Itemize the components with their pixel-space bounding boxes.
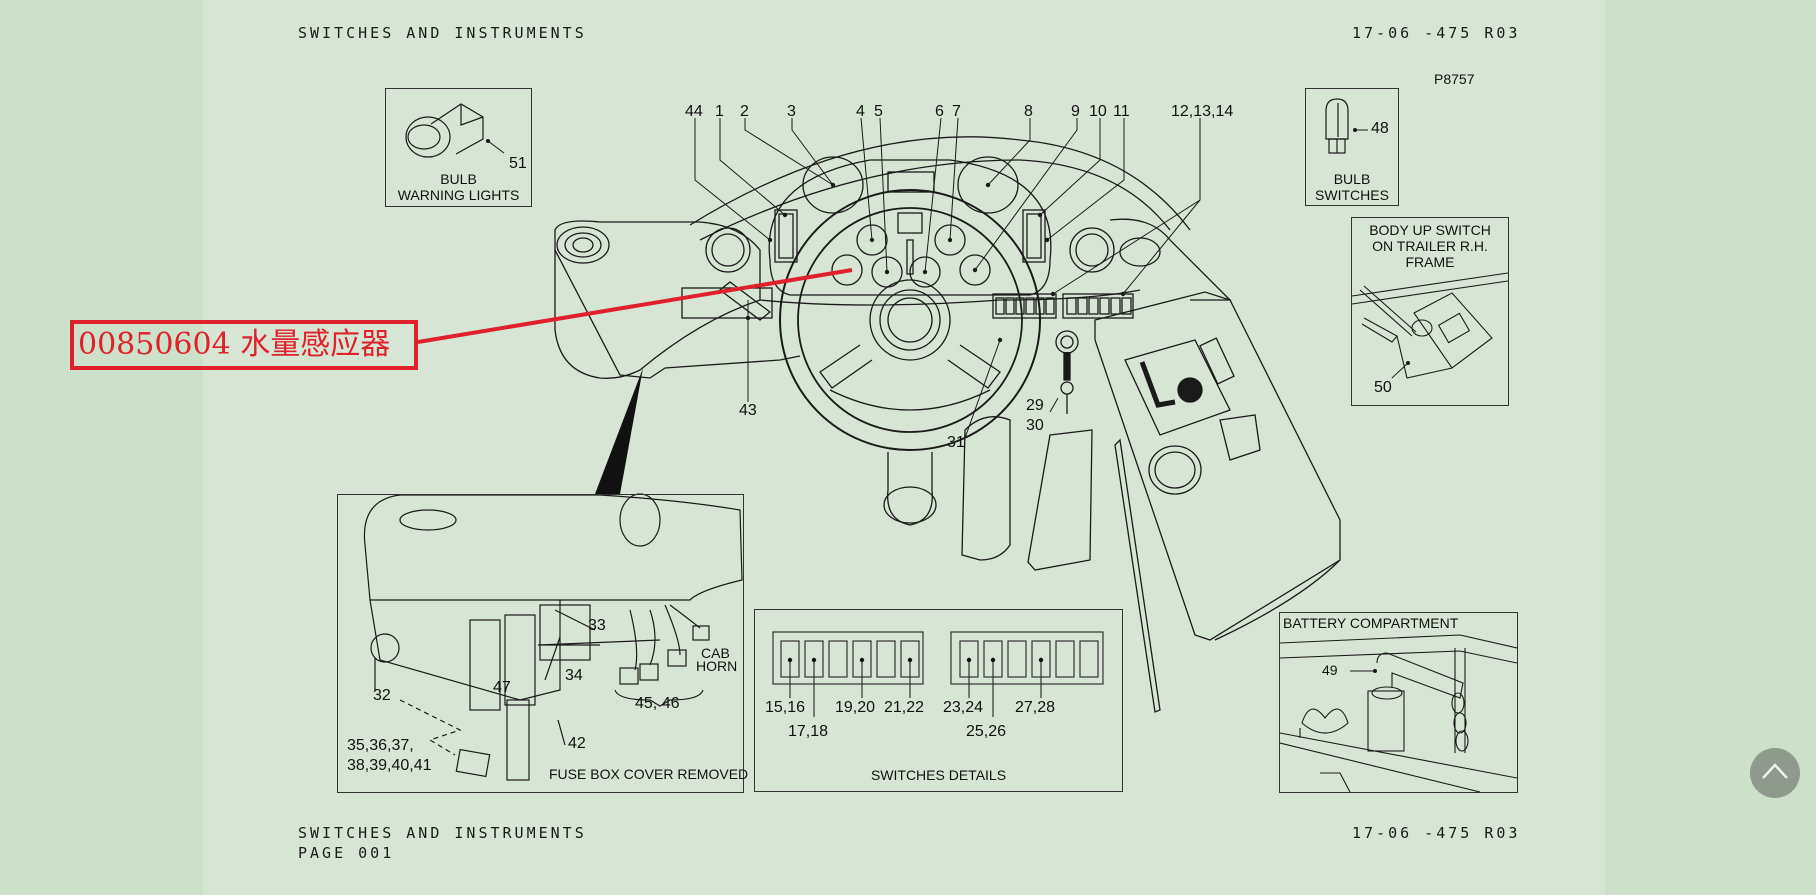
switch-banks-drawing bbox=[772, 631, 1104, 717]
callout-4: 4 bbox=[856, 103, 865, 120]
callout-51: 51 bbox=[509, 155, 527, 172]
bulb-warning-caption-1: BULB bbox=[440, 171, 477, 187]
callout-11: 11 bbox=[1113, 103, 1130, 120]
body-up-caption-3: FRAME bbox=[1405, 254, 1455, 270]
callout-34: 34 bbox=[565, 667, 583, 684]
header-title: SWITCHES AND INSTRUMENTS bbox=[298, 24, 587, 42]
scroll-to-top-button[interactable] bbox=[1750, 748, 1800, 798]
cab-horn-label-2: HORN bbox=[696, 658, 738, 674]
fuse-callouts-1: 35,36,37, bbox=[347, 737, 414, 754]
callout-47: 47 bbox=[493, 679, 511, 696]
callout-50: 50 bbox=[1374, 379, 1392, 396]
callout-7: 7 bbox=[952, 103, 961, 120]
switch-callout-15-16: 15,16 bbox=[765, 699, 806, 716]
battery-caption: BATTERY COMPARTMENT bbox=[1283, 615, 1459, 631]
battery-drawing bbox=[1280, 634, 1517, 792]
callout-29: 29 bbox=[1026, 397, 1044, 414]
callout-43: 43 bbox=[739, 402, 757, 419]
callout-42: 42 bbox=[568, 735, 586, 752]
bulb-switches-caption-1: BULB bbox=[1333, 171, 1371, 187]
bulb-switches-inset: 48 BULB SWITCHES bbox=[1305, 88, 1399, 206]
header-doc-code: 17-06 -475 R03 bbox=[1352, 24, 1521, 42]
body-up-switch-inset: BODY UP SWITCH ON TRAILER R.H. FRAME 50 bbox=[1351, 217, 1509, 406]
switch-callout-27-28: 27,28 bbox=[1015, 699, 1056, 716]
switches-details-caption: SWITCHES DETAILS bbox=[870, 767, 1007, 783]
fuse-box-inset: 32 33 34 47 42 45, 46 CAB HORN 35,36,37,… bbox=[337, 494, 748, 793]
cab-horn-label-1: CAB bbox=[701, 645, 730, 661]
callout-2: 2 bbox=[740, 103, 749, 120]
bulb-warning-caption-2: WARNING LIGHTS bbox=[397, 187, 520, 203]
switch-callout-25-26: 25,26 bbox=[966, 723, 1007, 740]
callout-44: 44 bbox=[685, 103, 703, 120]
figure-ref: P8757 bbox=[1434, 71, 1475, 87]
callout-33: 33 bbox=[588, 617, 606, 634]
callout-31: 31 bbox=[947, 434, 965, 451]
callout-6: 6 bbox=[935, 103, 944, 120]
fuse-box-caption: FUSE BOX COVER REMOVED bbox=[549, 766, 749, 782]
fuse-callouts-2: 38,39,40,41 bbox=[347, 757, 432, 774]
bulb-warning-lights-inset: 51 BULB WARNING LIGHTS bbox=[385, 88, 532, 207]
switches-details-inset: 15,16 17,18 19,20 21,22 23,24 25,26 27,2… bbox=[754, 609, 1123, 792]
callout-48: 48 bbox=[1371, 120, 1389, 137]
callout-10: 10 bbox=[1089, 103, 1107, 120]
switch-callout-19-20: 19,20 bbox=[835, 699, 876, 716]
body-up-caption-2: ON TRAILER R.H. bbox=[1372, 238, 1488, 254]
chevron-up-icon bbox=[1762, 763, 1788, 779]
footer-title: SWITCHES AND INSTRUMENTS bbox=[298, 824, 587, 842]
callout-12-13-14: 12,13,14 bbox=[1171, 103, 1234, 120]
callout-1: 1 bbox=[715, 103, 724, 120]
callout-30: 30 bbox=[1026, 417, 1044, 434]
switch-bulb-icon bbox=[1325, 98, 1368, 154]
battery-compartment-inset: BATTERY COMPARTMENT 49 bbox=[1279, 612, 1518, 793]
callout-32: 32 bbox=[373, 687, 391, 704]
switch-callout-17-18: 17,18 bbox=[788, 723, 829, 740]
callout-8: 8 bbox=[1024, 103, 1033, 120]
callout-3: 3 bbox=[787, 103, 796, 120]
callout-49: 49 bbox=[1322, 662, 1338, 678]
manual-page bbox=[203, 0, 1605, 895]
body-up-switch-drawing bbox=[1352, 272, 1508, 379]
switch-callout-23-24: 23,24 bbox=[943, 699, 984, 716]
switch-callout-21-22: 21,22 bbox=[884, 699, 925, 716]
callout-5: 5 bbox=[874, 103, 883, 120]
callout-45-46: 45, 46 bbox=[635, 695, 680, 712]
body-up-caption-1: BODY UP SWITCH bbox=[1369, 222, 1491, 238]
footer-page-number: PAGE 001 bbox=[298, 844, 395, 862]
callout-9: 9 bbox=[1071, 103, 1080, 120]
part-annotation: 00850604 水量感应器 bbox=[70, 320, 418, 370]
warning-bulb-icon bbox=[405, 103, 505, 158]
footer-doc-code: 17-06 -475 R03 bbox=[1352, 824, 1521, 842]
bulb-switches-caption-2: SWITCHES bbox=[1315, 187, 1389, 203]
